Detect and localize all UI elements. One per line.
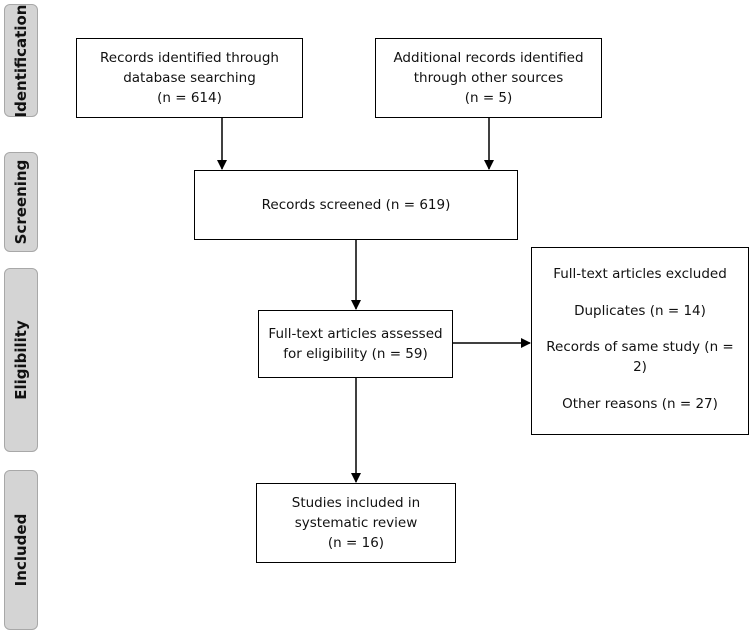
excluded-duplicates: Duplicates (n = 14) [574,302,706,319]
database-records-line-3: (n = 614) [157,90,222,106]
phase-screening: Screening [4,152,38,252]
additional-records-line-3: (n = 5) [464,90,513,106]
database-records-line-2: database searching [123,70,256,86]
phase-identification: Identification [4,4,38,117]
full-text-assessed-line-2: for eligibility (n = 59) [283,346,428,362]
excluded-other-reasons: Other reasons (n = 27) [562,395,718,412]
phase-eligibility: Eligibility [4,268,38,452]
studies-included-line-1: Studies included in [291,495,421,511]
additional-records-line-2: through other sources [413,70,564,86]
additional-records-box: Additional records identified through ot… [375,38,602,118]
full-text-excluded-box: Full-text articles excluded Duplicates (… [531,247,749,435]
full-text-assessed-box: Full-text articles assessed for eligibil… [258,310,453,378]
excluded-same-study: Records of same study (n = 2) [546,339,734,376]
studies-included-line-2: systematic review [294,515,418,531]
additional-records-line-1: Additional records identified [393,50,584,66]
full-text-assessed-line-1: Full-text articles assessed [268,326,443,342]
studies-included-line-3: (n = 16) [327,535,385,551]
records-screened-line-1: Records screened (n = 619) [261,197,451,213]
studies-included-box: Studies included in systematic review (n… [256,483,456,563]
excluded-title: Full-text articles excluded [553,266,727,282]
database-records-box: Records identified through database sear… [76,38,303,118]
records-screened-box: Records screened (n = 619) [194,170,518,240]
database-records-line-1: Records identified through [100,50,279,66]
phase-included: Included [4,470,38,630]
